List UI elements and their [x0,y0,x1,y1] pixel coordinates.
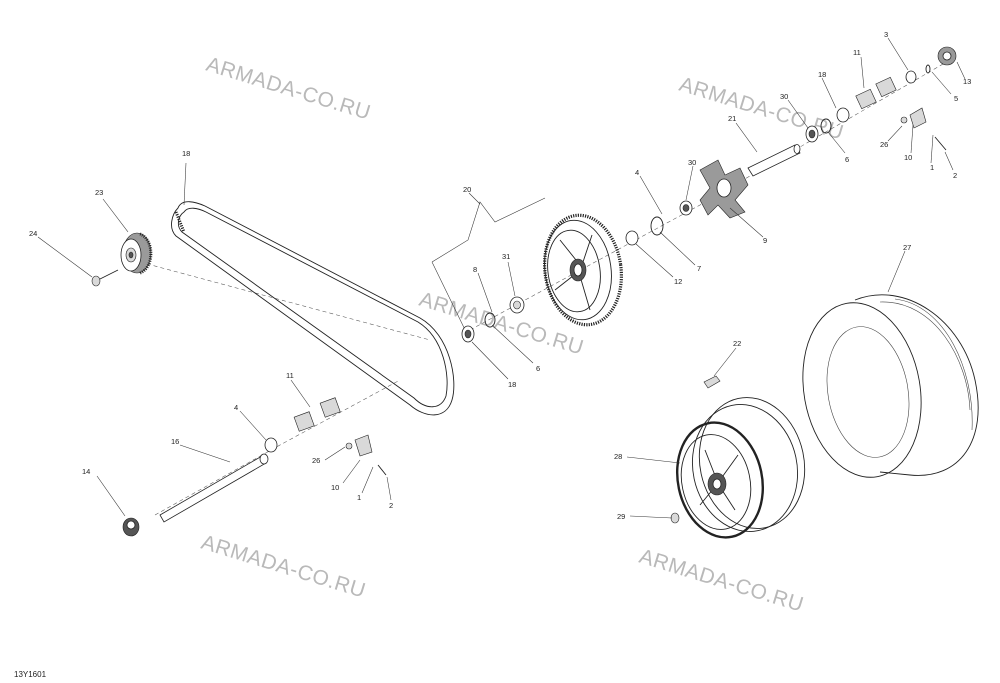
callout-26: 26 [880,140,888,149]
callout-27: 27 [903,243,911,252]
watermark: ARMADA-CO.RU [417,288,587,360]
callout-13: 13 [963,77,971,86]
pulley-bolt [91,269,119,287]
callout-3: 3 [884,30,888,39]
lug-nut [670,512,680,524]
callout-18: 18 [818,70,826,79]
callout-1: 1 [930,163,934,172]
lower-centerline [154,379,401,516]
callout-23: 23 [95,188,103,197]
axle-centerline [139,261,431,341]
watermark: ARMADA-CO.RU [199,531,369,603]
callout-24: 24 [29,229,37,238]
callout-16: 16 [171,437,179,446]
callout-4: 4 [635,168,639,177]
rear-hub-bearings [461,200,693,343]
rear-tire [802,294,979,478]
watermark: ARMADA-CO.RU [204,53,374,125]
callout-6: 6 [536,364,540,373]
drawing-code: 13Y1601 [14,670,47,679]
callout-30: 30 [688,158,696,167]
callout-7: 7 [697,264,701,273]
callout-5: 5 [954,94,958,103]
rear-rim [675,397,806,539]
valve-stem [703,375,721,389]
watermark: ARMADA-CO.RU [637,545,807,617]
callout-1: 1 [357,493,361,502]
callout-9: 9 [763,236,767,245]
callout-21: 21 [728,114,736,123]
callout-26: 26 [312,456,320,465]
callout-11: 11 [853,48,861,57]
cush-drive-damper [699,159,749,219]
callout-14: 14 [82,467,90,476]
group-bracket [431,197,546,263]
upper-centerline [469,59,951,331]
callout-20: 20 [463,185,471,194]
callout-10: 10 [904,153,912,162]
watermark: ARMADA-CO.RU [677,73,847,145]
drive-belt [171,201,455,416]
callout-30: 30 [780,92,788,101]
callout-2: 2 [953,171,957,180]
callout-2: 2 [389,501,393,510]
callouts: 18 23 24 20 8 31 18 6 12 7 4 30 21 30 18… [29,30,971,521]
rear-sprocket-wheel [542,213,624,327]
upper-right-components [805,46,957,151]
callout-4: 4 [234,403,238,412]
callout-28: 28 [614,452,622,461]
callout-31: 31 [502,252,510,261]
callout-8: 8 [473,265,477,274]
callout-6: 6 [845,155,849,164]
leader-lines [37,37,966,519]
callout-12: 12 [674,277,682,286]
callout-18: 18 [508,380,516,389]
callout-10: 10 [331,483,339,492]
lower-left-components [122,397,387,537]
callout-18: 18 [182,149,190,158]
front-pulley [120,232,153,275]
axle-tube [747,144,801,177]
group-bracket [431,261,471,341]
callout-22: 22 [733,339,741,348]
callout-29: 29 [617,512,625,521]
callout-11: 11 [286,371,294,380]
